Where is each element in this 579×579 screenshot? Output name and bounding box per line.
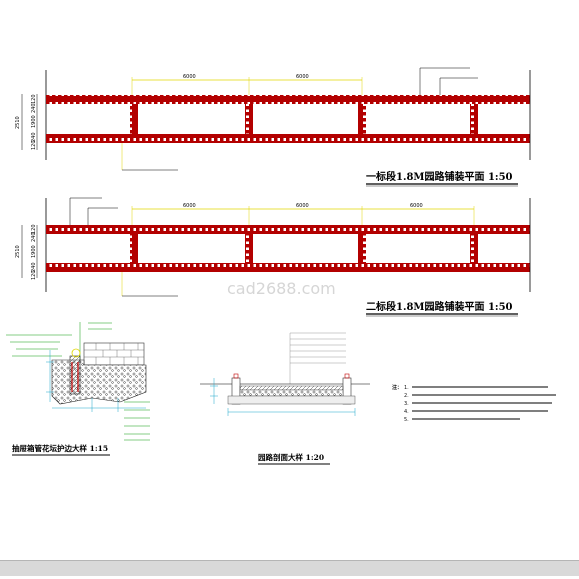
- watermark-text: cad2688.com: [227, 279, 336, 298]
- plan-1: 2510 120 240 1900 240 120 6000 6000 一标段1…: [15, 67, 531, 187]
- detail-left-title: 抽屉箱管花坛护边大样 1:15: [12, 443, 108, 453]
- status-bar: [0, 560, 579, 576]
- plan2-side-outer-dim: 2510: [15, 245, 21, 258]
- plan1-top-strip: [46, 95, 530, 104]
- notes-block: 注： 1. 2. 3. 4. 5.: [392, 384, 556, 423]
- plan1-top-dim-2: 6000: [296, 74, 309, 80]
- plan1-side-outer-dim: 2510: [15, 116, 21, 129]
- detail-mid-section: 园路剖面大样 1:20: [200, 332, 370, 465]
- plan1-side-dim-3: 1900: [31, 115, 37, 128]
- plan2-side-dim-5: 120: [31, 270, 37, 280]
- plan2-top-strip: [46, 225, 530, 234]
- note-line-5: 5.: [404, 417, 409, 423]
- plan2-side-dim-1: 120: [31, 224, 37, 234]
- plan-2: 2510 120 240 1900 240 120 6000 6000 6000…: [15, 197, 531, 317]
- plan2-top-dim-2: 6000: [296, 203, 309, 209]
- plan2-bottom-strip: [46, 263, 530, 272]
- plan2-title: 二标段1.8M园路铺装平面 1:50: [366, 300, 513, 313]
- plan1-side-dim-2: 240: [31, 103, 37, 113]
- notes-heading: 注：: [392, 384, 402, 391]
- plan2-top-dim-1: 6000: [183, 203, 196, 209]
- plan1-side-dim-5: 120: [31, 140, 37, 150]
- plan1-title: 一标段1.8M园路铺装平面 1:50: [366, 170, 513, 183]
- note-line-3: 3.: [404, 401, 409, 407]
- plan1-side-dim-1: 120: [31, 94, 37, 104]
- plan2-top-dim-3: 6000: [410, 203, 423, 209]
- plan2-side-dim-3: 1900: [31, 245, 37, 258]
- note-line-4: 4.: [404, 409, 409, 415]
- plan2-side-dim-2: 240: [31, 232, 37, 242]
- note-line-2: 2.: [404, 393, 409, 399]
- plan1-top-dim-1: 6000: [183, 74, 196, 80]
- detail-mid-title: 园路剖面大样 1:20: [258, 452, 324, 462]
- plan1-side-dim-4: 240: [31, 132, 37, 142]
- plan1-bottom-strip: [46, 134, 530, 143]
- note-line-1: 1.: [404, 385, 409, 391]
- plan2-side-dim-4: 240: [31, 262, 37, 272]
- detail-left-curb: 抽屉箱管花坛护边大样 1:15: [6, 322, 150, 456]
